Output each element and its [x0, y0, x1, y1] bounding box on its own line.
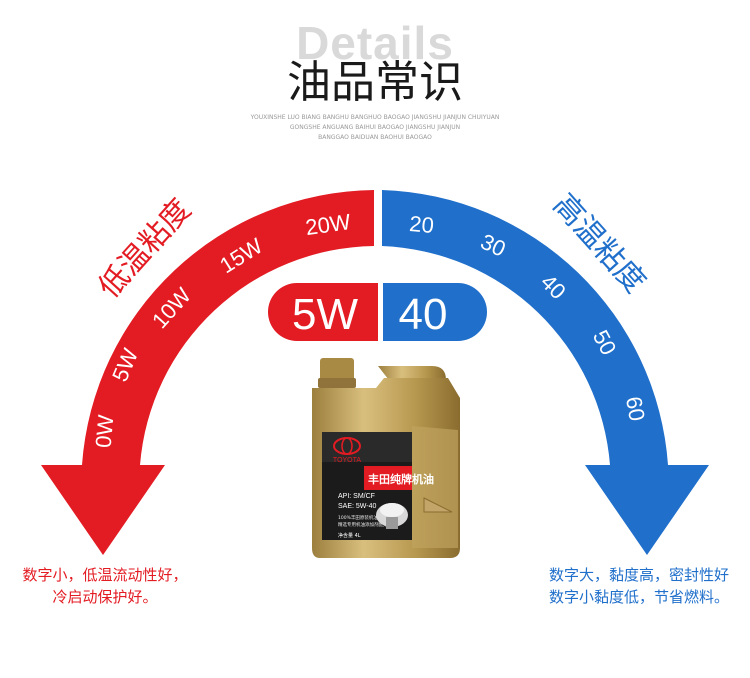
bottle-volume: 净含量 4L [338, 532, 361, 539]
bottle-api: API: SM/CF [338, 493, 375, 500]
high-tick-20: 20 [408, 211, 435, 238]
low-temp-note-line-1: 数字小，低温流动性好， [22, 566, 188, 584]
low-temp-note-line-2: 冷启动保护好。 [52, 588, 158, 606]
high-temp-arc [382, 190, 709, 555]
high-temp-note-line-1: 数字大，黏度高，密封性好 [548, 566, 729, 584]
grade-right-text: 40 [399, 290, 448, 339]
grade-left-text: 5W [292, 290, 358, 339]
bottle-product-name: 丰田纯牌机油 [368, 472, 434, 486]
bottle-desc-1: 100%丰田原装机油 [338, 514, 378, 521]
high-tick-60: 60 [621, 394, 650, 422]
high-temp-note: 数字大，黏度高，密封性好 数字小黏度低，节省燃料。 [528, 564, 750, 608]
subtitle-line-1: YOUXINSHE LUO BIANG BANGHU BANGHUO BAOGA… [250, 114, 500, 121]
bottle-desc-2: 精选专用机油添加剂配方 [338, 521, 388, 528]
bottle-brand: TOYOTA [333, 457, 361, 464]
subtitle-line-3: BANGGAO BAIDUAN BAOHUI BAOGAO [318, 134, 432, 141]
bottle-sae: SAE: 5W-40 [338, 503, 376, 510]
details-watermark: Details [296, 17, 454, 69]
page-title: 油品常识 [287, 57, 463, 108]
low-temp-arc [41, 190, 374, 555]
oil-bottle-image: TOYOTA 丰田纯牌机油 API: SM/CF SAE: 5W-40 100%… [312, 358, 460, 558]
low-temp-note: 数字小，低温流动性好， 冷启动保护好。 [0, 564, 210, 608]
high-temp-note-line-2: 数字小黏度低，节省燃料。 [548, 588, 729, 606]
subtitle-line-2: GONGSHE ANGUANG BAIHUI BAOGAO JIANGSHU J… [289, 124, 461, 131]
low-tick-0w: 0W [91, 414, 119, 449]
